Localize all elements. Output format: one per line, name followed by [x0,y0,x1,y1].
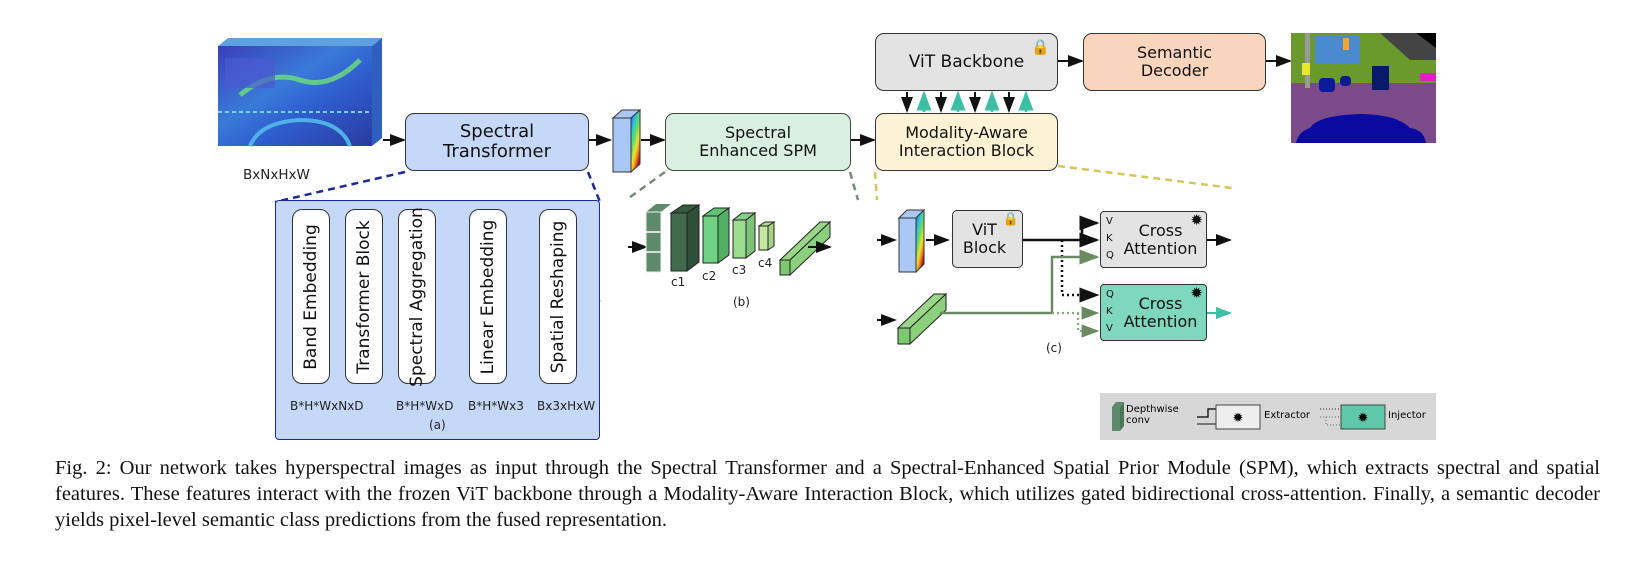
extractor-title: Cross Attention [1123,220,1198,258]
hyperspectral-input-image [218,38,382,147]
spectral-enhanced-spm-block[interactable]: Spectral Enhanced SPM [665,113,851,171]
injector-title: Cross Attention [1123,293,1198,331]
port-label: K [1106,306,1113,317]
depthwise-conv-icon [645,204,671,273]
transformer-block[interactable]: Transformer Block [345,209,383,384]
shape-label: Bx3xHxW [537,399,596,413]
gate-star-icon: ✹ [1190,211,1203,229]
spatial-reshaping-label: Spatial Reshaping [548,220,568,373]
panel-b-feature-pyramid [628,204,832,277]
spectral-feature-slab-icon [897,208,926,274]
port-label: K [1106,233,1113,244]
port-label: Q [1106,250,1114,261]
vit-block-label: ViT Block [962,220,1007,257]
stage-c1 [669,204,701,272]
extractor-legend-icon [1215,404,1261,430]
port-label: V [1106,323,1113,334]
spectral-feature-slab-icon [611,108,642,174]
panel-c-wiring [877,208,1232,346]
panel-b-label: (b) [733,295,750,309]
gate-star-icon: ✹ [1190,284,1203,302]
lock-icon: 🔒 [1002,212,1019,227]
figure-caption: Fig. 2: Our network takes hyperspectral … [55,457,1600,531]
vit-block[interactable]: ViT Block 🔒 [952,210,1023,268]
port-label: V [1106,216,1113,227]
transformer-block-label: Transformer Block [354,219,374,374]
stage-label-c2: c2 [702,269,717,283]
stage-c2 [701,207,731,264]
segmentation-output-image [1291,33,1436,143]
vit-backbone-label: ViT Backbone [908,51,1025,72]
panel-a-label: (a) [429,418,446,432]
legend-injector-label: Injector [1388,410,1426,421]
token-sequence-icon [896,292,948,346]
shape-label: B*H*WxNxD [290,399,364,413]
legend-depthwise-label: Depthwise conv [1126,404,1179,426]
modality-aware-interaction-block[interactable]: Modality-Aware Interaction Block [875,113,1058,171]
stage-c4 [757,221,776,251]
semantic-decoder-block[interactable]: Semantic Decoder [1083,33,1266,91]
spectral-aggregation-label: Spectral Aggregation [407,206,427,387]
svg-text:✹: ✹ [1358,411,1369,426]
spatial-reshaping-block[interactable]: Spatial Reshaping [539,209,577,384]
stage-c3 [731,211,757,260]
legend: ✹ ✹ Depthwise conv Extractor Injector [1100,393,1436,440]
legend-extractor-label: Extractor [1264,410,1311,421]
injector-legend-icon [1340,404,1386,430]
input-shape-label: BxNxHxW [243,167,310,183]
linear-embedding-label: Linear Embedding [478,219,498,374]
token-sequence-icon [778,220,832,277]
injector-cross-attention-block[interactable]: Cross Attention ✹ Q K V [1100,284,1207,341]
backbone-interaction-arrows [901,90,1034,113]
stage-label-c4: c4 [758,256,773,270]
stage-label-c3: c3 [732,263,747,277]
panel-c-label: (c) [1046,341,1062,355]
depthwise-conv-legend-icon [1112,402,1124,431]
band-embedding-label: Band Embedding [301,223,321,370]
stage-label-c1: c1 [671,275,686,289]
spectral-aggregation-block[interactable]: Spectral Aggregation [398,206,436,387]
lock-icon: 🔒 [1031,38,1050,56]
spectral-transformer-block[interactable]: Spectral Transformer [405,113,589,171]
shape-label: B*H*WxD [396,399,454,413]
linear-embedding-block[interactable]: Linear Embedding [469,209,507,384]
extractor-cross-attention-block[interactable]: Cross Attention ✹ V K Q [1100,211,1207,268]
svg-text:✹: ✹ [1233,411,1244,426]
vit-backbone-block[interactable]: ViT Backbone 🔒 [875,33,1058,91]
band-embedding-block[interactable]: Band Embedding [292,209,330,384]
shape-label: B*H*Wx3 [468,399,524,413]
port-label: Q [1106,289,1114,300]
